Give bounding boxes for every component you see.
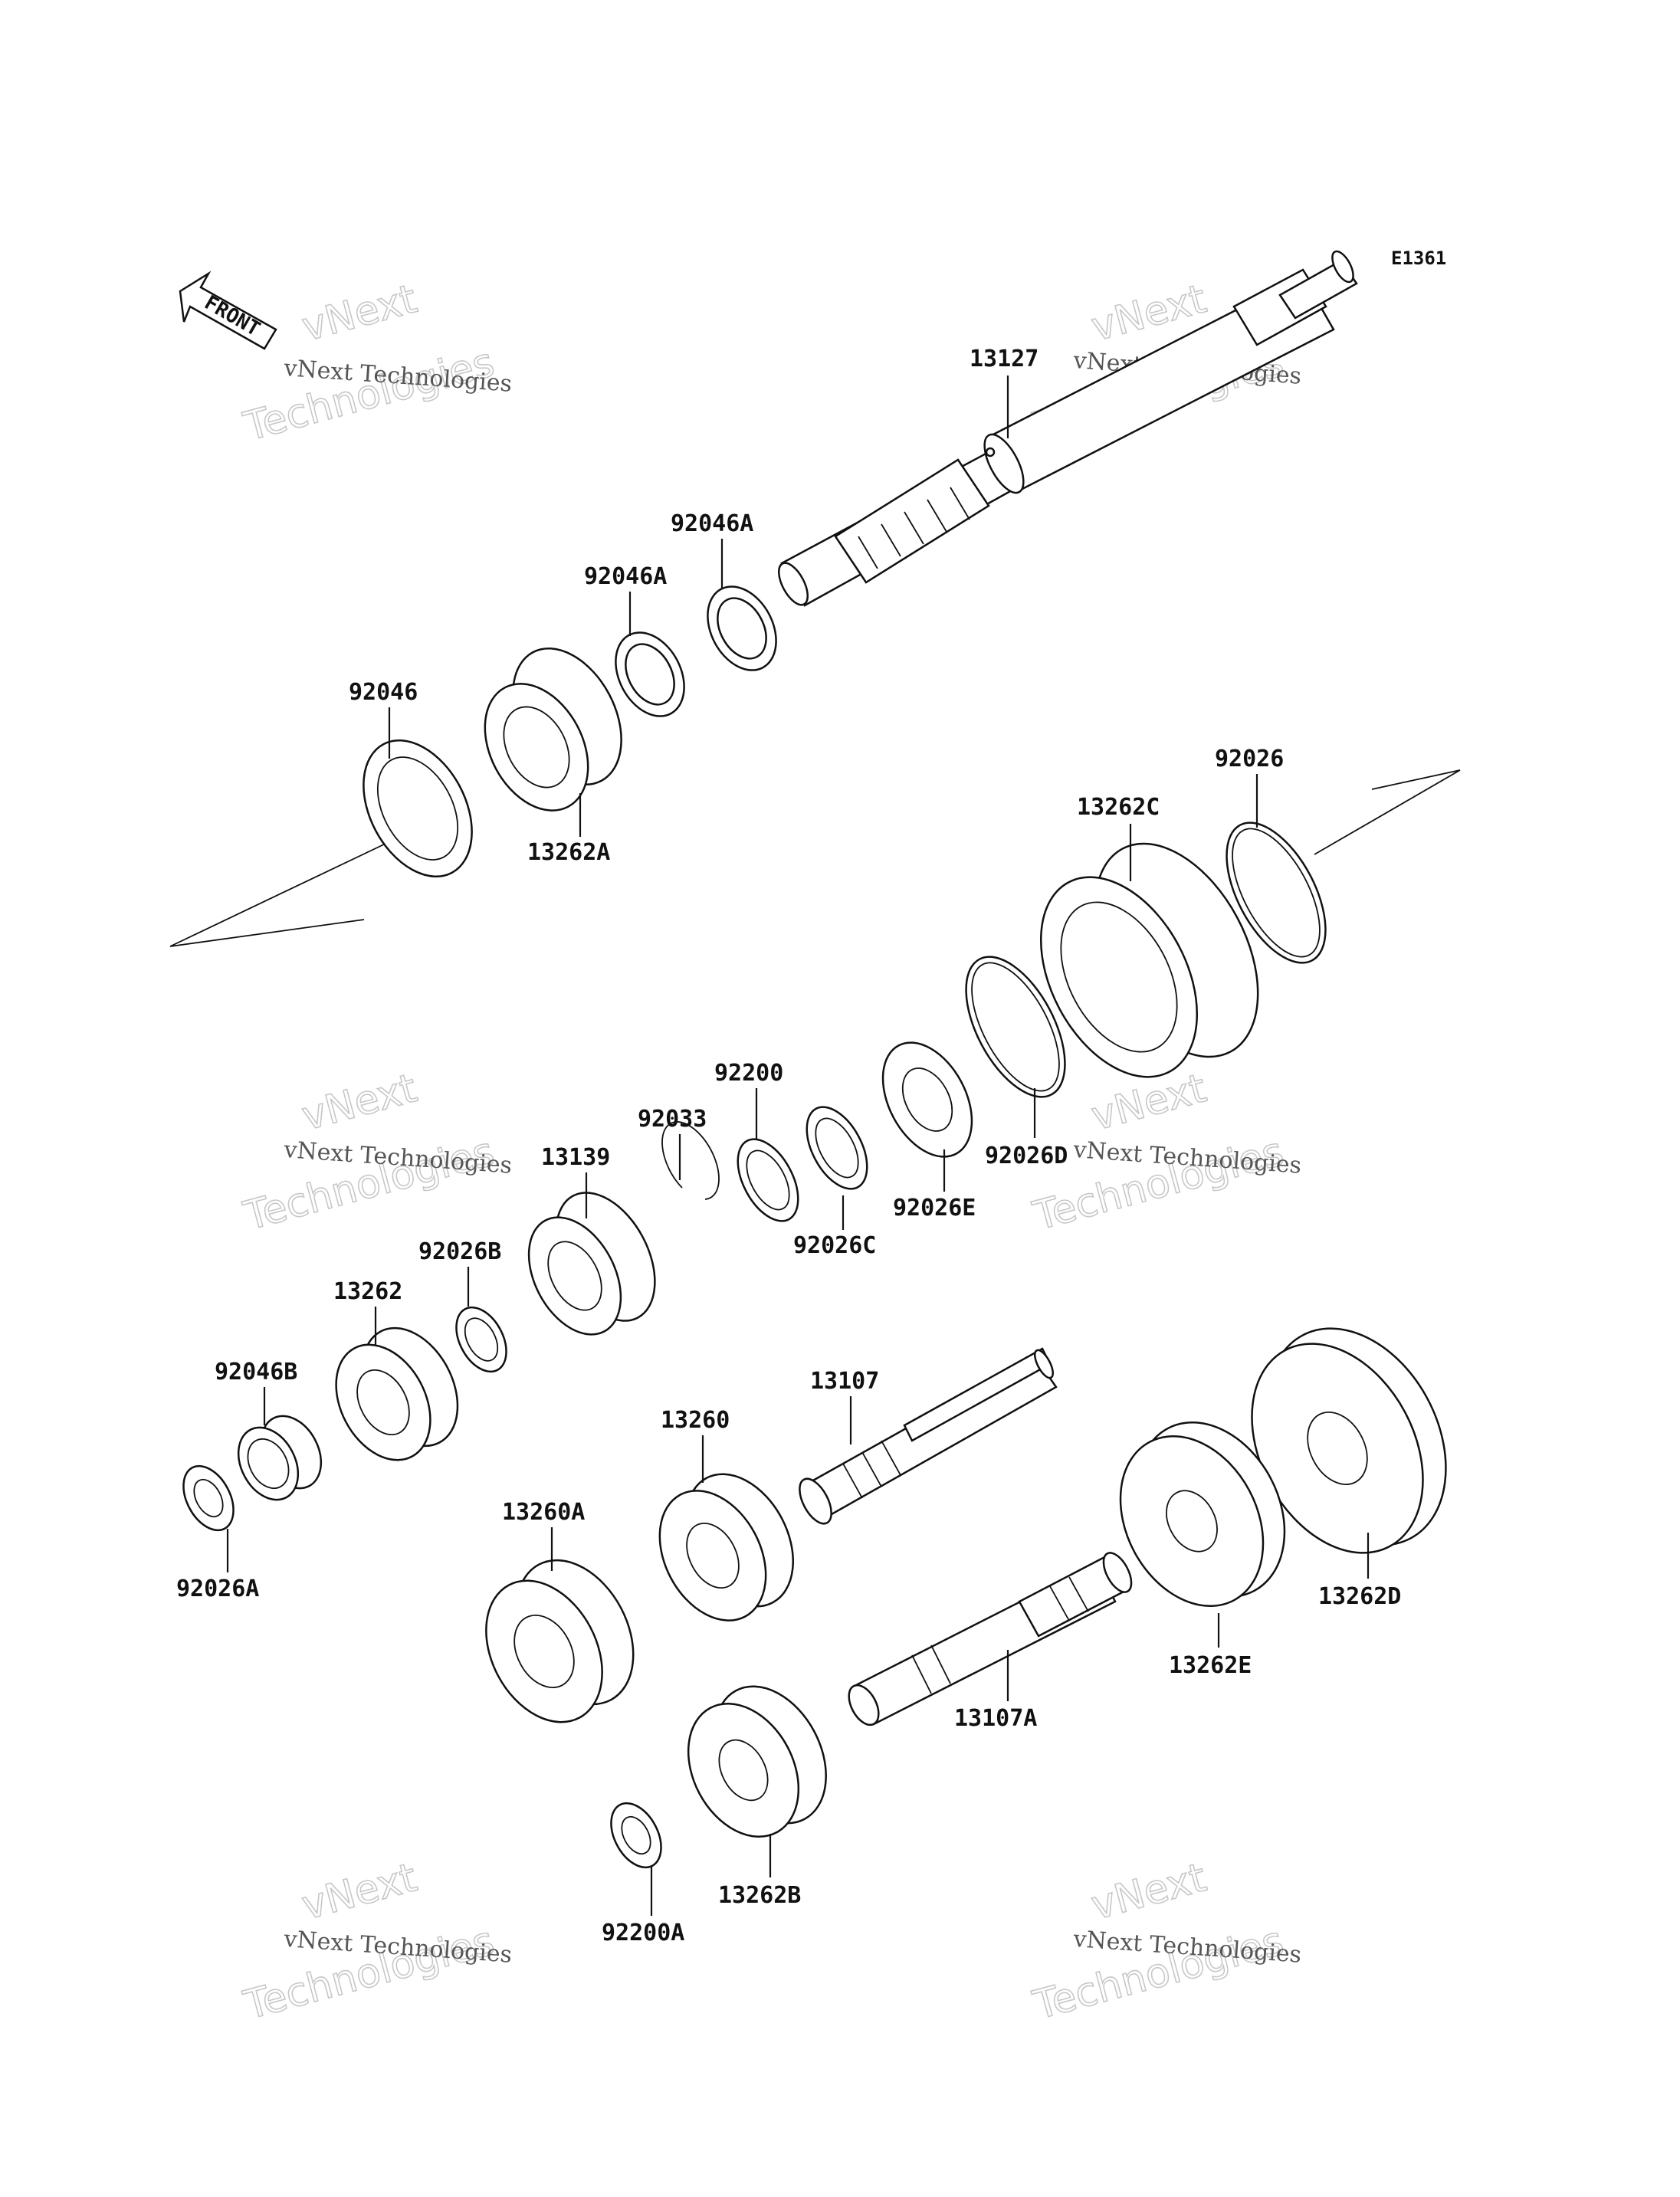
ring-92026D	[965, 956, 1066, 1098]
part-label-92026C: 92026C	[793, 1232, 876, 1259]
main-shaft-13127	[778, 250, 1358, 607]
roller-bearing-92046	[363, 739, 473, 878]
part-label-13262E: 13262E	[1169, 1652, 1252, 1679]
part-label-13262B: 13262B	[718, 1882, 801, 1909]
part-label-13262D: 13262D	[1318, 1583, 1401, 1610]
washer-92026A	[182, 1464, 235, 1532]
gear-13262	[335, 1326, 459, 1461]
gear-13260	[658, 1473, 794, 1622]
alignment-guide-left	[169, 842, 388, 947]
shaft-13107A	[848, 1552, 1133, 1726]
part-label-13260: 13260	[661, 1407, 730, 1434]
part-label-13139: 13139	[541, 1144, 610, 1171]
part-label-92026: 92026	[1215, 746, 1284, 772]
part-label-92046B: 92046B	[215, 1359, 297, 1385]
ring-92026	[1226, 821, 1327, 964]
gear-13262D	[1251, 1327, 1447, 1554]
alignment-guide-right	[1314, 769, 1461, 855]
part-label-92046: 92046	[349, 679, 418, 706]
watermark-bottom-left: vNext Technologies vNext Technologies	[238, 1854, 513, 2029]
part-label-13107A: 13107A	[954, 1705, 1037, 1732]
watermark-bottom-right: vNext Technologies vNext Technologies	[1028, 1854, 1302, 2029]
part-label-92026B: 92026B	[418, 1238, 501, 1265]
shifter-13139	[527, 1192, 656, 1336]
washer-92200A	[610, 1802, 662, 1869]
needle-bearing-92046B	[237, 1415, 323, 1501]
gear-13262C	[1039, 842, 1259, 1078]
svg-text:vNext: vNext	[297, 1065, 422, 1139]
svg-text:vNext: vNext	[297, 1854, 422, 1929]
part-label-92200A: 92200A	[602, 1920, 684, 1946]
part-label-92026E: 92026E	[893, 1195, 976, 1221]
svg-text:vNext: vNext	[1087, 1854, 1211, 1929]
part-label-92046A-right: 92046A	[671, 510, 753, 537]
svg-text:FRONT: FRONT	[201, 291, 264, 341]
part-label-13262: 13262	[333, 1278, 402, 1305]
reference-code: E1361	[1391, 248, 1446, 269]
gear-13262E	[1119, 1421, 1286, 1607]
svg-text:Technologies: Technologies	[239, 339, 499, 451]
svg-text:vNext: vNext	[297, 276, 422, 350]
part-label-13262A: 13262A	[527, 839, 610, 866]
part-label-92046A-left: 92046A	[584, 563, 667, 590]
part-label-92026A: 92026A	[176, 1576, 259, 1602]
washer-92026E	[881, 1041, 973, 1158]
gear-13260A	[485, 1559, 635, 1723]
part-label-13107: 13107	[810, 1368, 879, 1395]
circlip-92033	[661, 1121, 720, 1200]
shaft-13107	[799, 1347, 1058, 1525]
washer-92026C	[806, 1106, 868, 1190]
needle-bearing-92046A-left	[615, 631, 685, 717]
gear-13262A	[484, 647, 622, 812]
part-label-13260A: 13260A	[502, 1499, 585, 1526]
part-label-13262C: 13262C	[1077, 794, 1160, 821]
gear-13262B	[687, 1685, 827, 1838]
watermark-top-left: vNext Technologies vNext Technologies	[238, 275, 513, 451]
part-label-92200: 92200	[714, 1060, 783, 1087]
part-label-92026D: 92026D	[985, 1143, 1068, 1169]
watermark-mid-left: vNext Technologies vNext Technologies	[238, 1064, 513, 1240]
splined-washer-92200	[737, 1138, 799, 1222]
part-label-13127: 13127	[970, 346, 1039, 372]
watermark-mid-right: vNext Technologies vNext Technologies	[1028, 1064, 1302, 1240]
front-arrow-icon: FRONT	[179, 271, 277, 350]
washer-92026B	[455, 1306, 507, 1373]
part-label-92033: 92033	[638, 1106, 707, 1133]
needle-bearing-92046A-right	[707, 585, 777, 671]
